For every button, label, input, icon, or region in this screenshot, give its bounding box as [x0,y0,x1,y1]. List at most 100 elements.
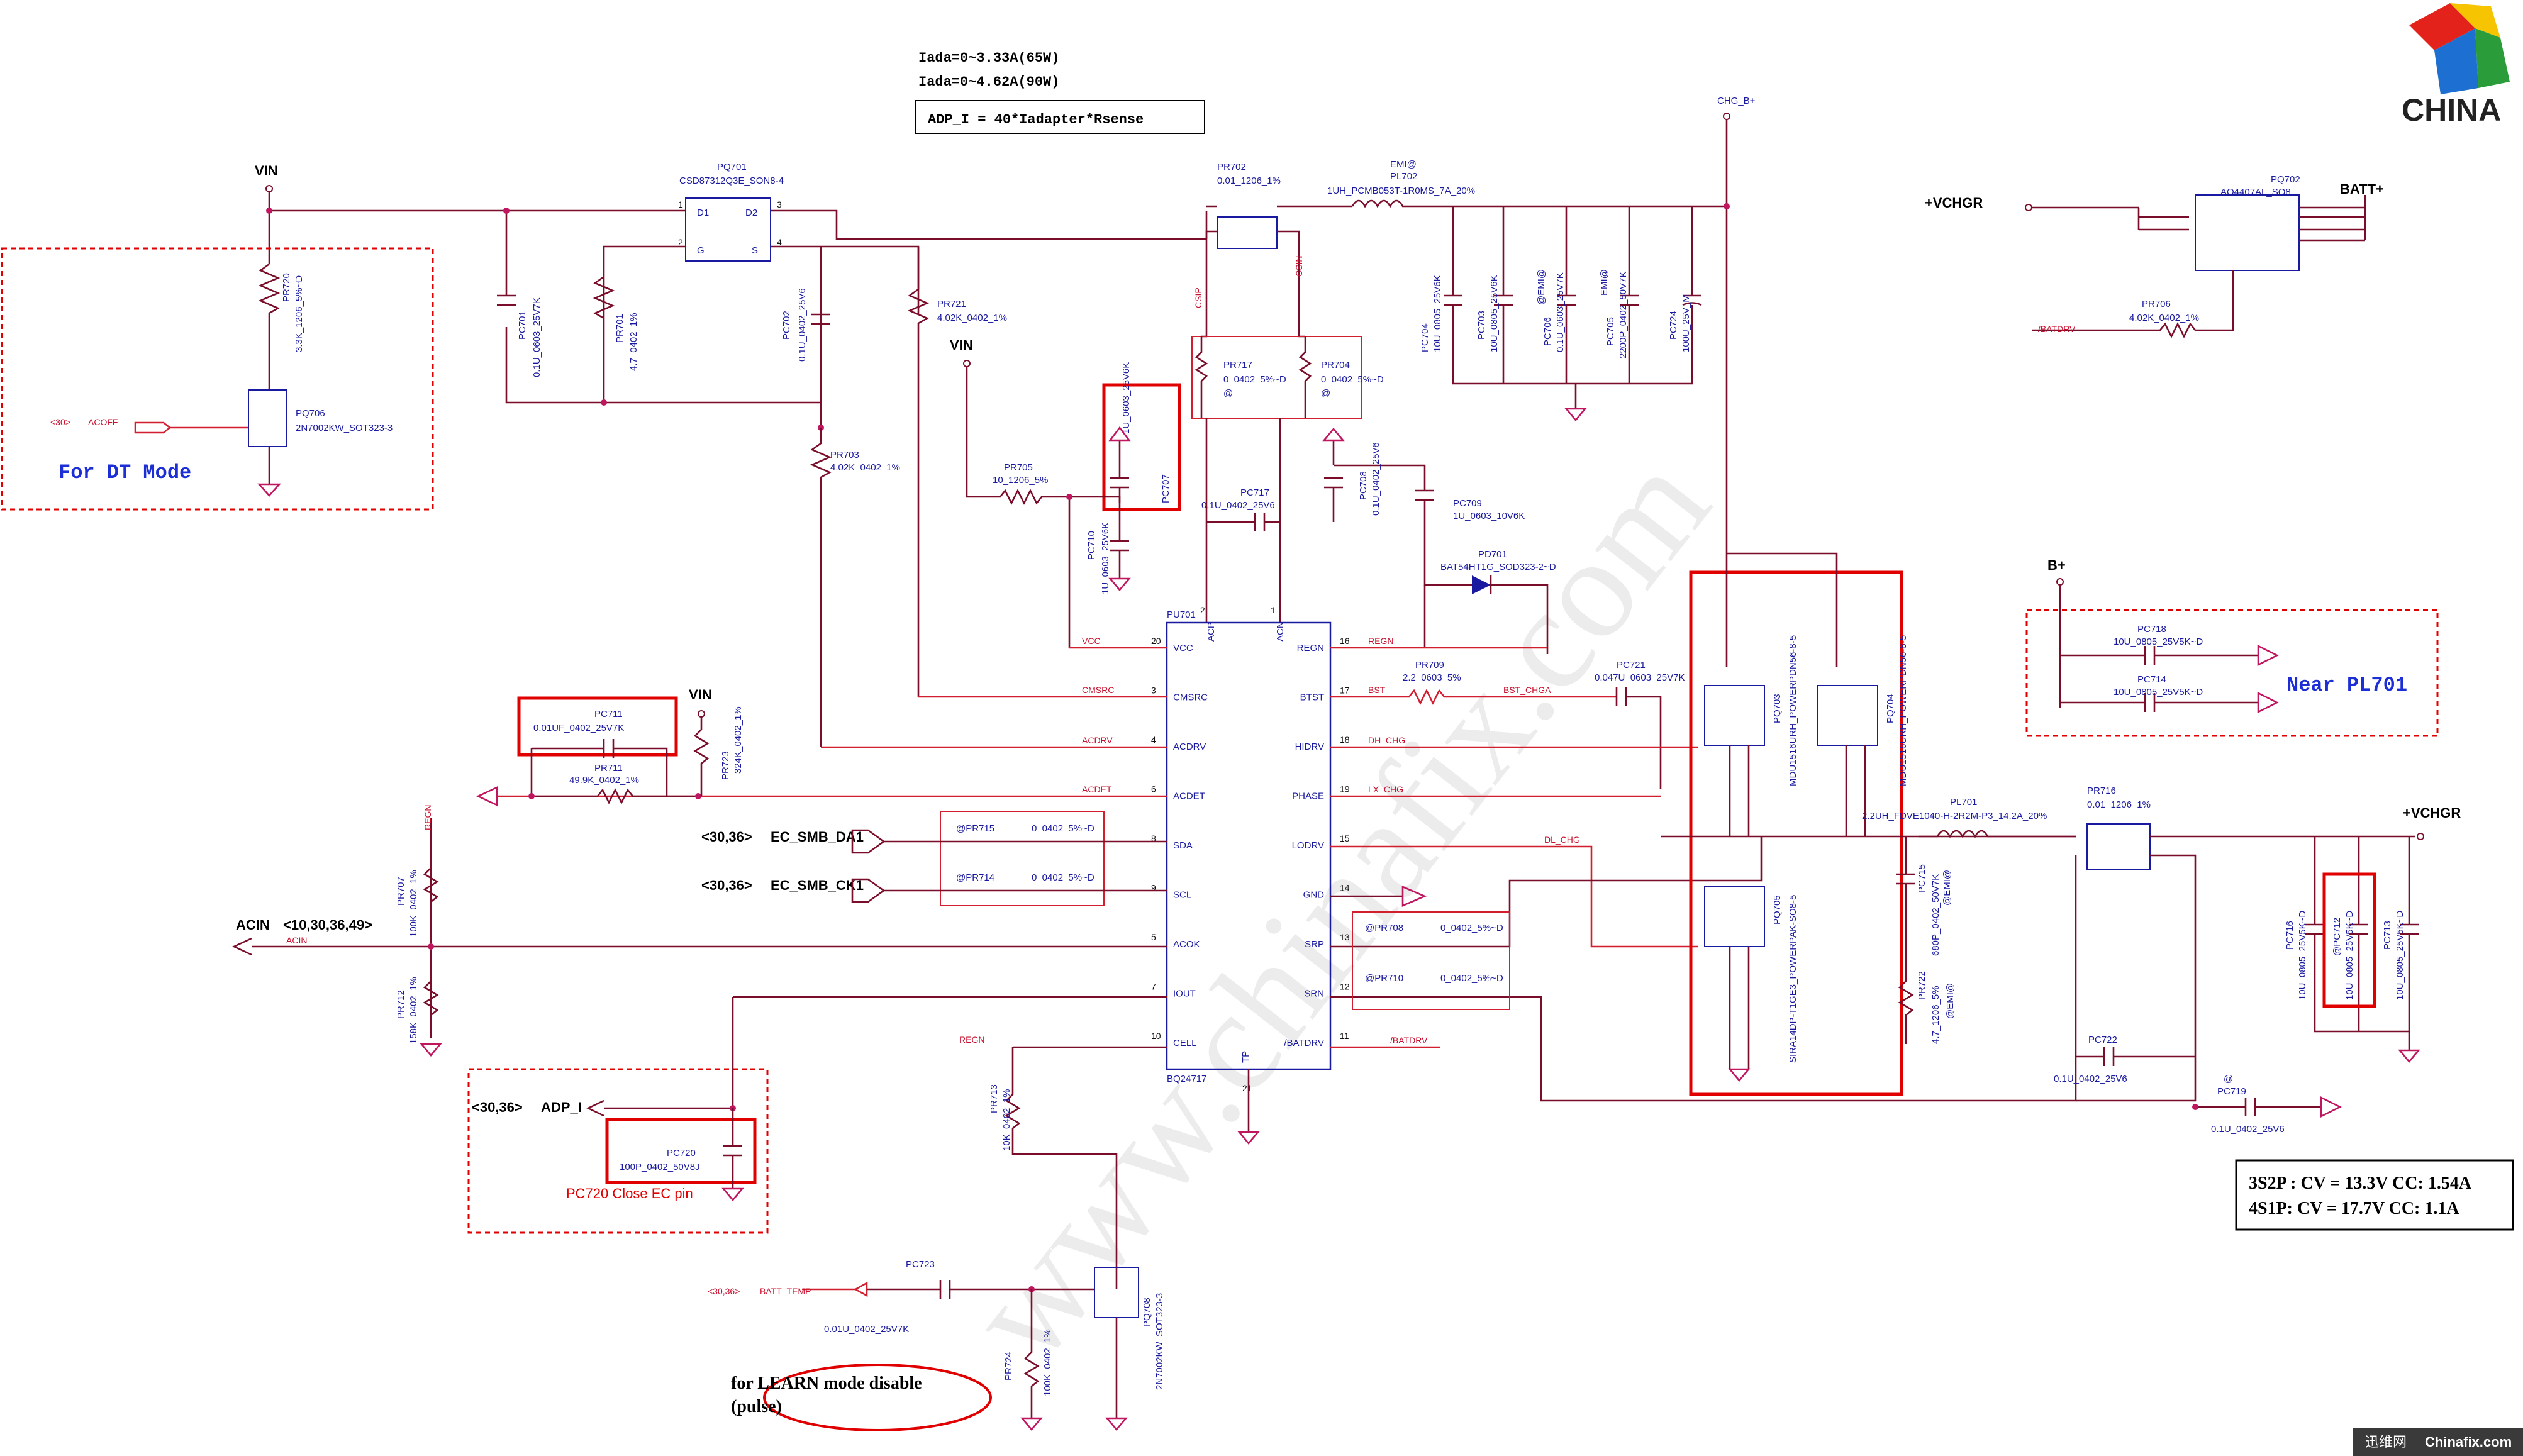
chinafix-logo: CHINA [2402,3,2510,128]
ic-pin-vcc: VCC [1173,643,1193,653]
pc721-value: 0.047U_0603_25V7K [1595,672,1685,683]
pr704-at: @ [1321,388,1330,399]
ic-pin-regn: REGN [1297,643,1324,653]
pr722-ref: PR722 [1917,971,1927,1000]
ic-pin-number: 19 [1340,784,1350,794]
net-vchgr-top: +VCHGR [1925,195,1983,211]
acoff-ref: <30> [50,417,70,427]
learn-mode-ellipse[interactable] [763,1364,992,1431]
pq704-body [1817,685,1878,746]
pq701-ref: PQ701 [717,162,747,172]
ic-pin-number: 5 [1151,932,1156,942]
pr711-value: 49.9K_0402_1% [569,775,639,786]
ic-left-pins: VCC20CMSRC3ACDRV4ACDET6SDA8SCL9ACOK5IOUT… [1151,636,1208,1048]
pq705-ref: PQ705 [1772,895,1783,925]
pc719-ref: PC719 [2217,1086,2246,1097]
pr717-pr704-group [1191,336,1362,419]
pq702-ref: PQ702 [2271,174,2300,185]
note-learn-pulse: (pulse) [731,1397,782,1416]
ic-pin-acn: ACN [1275,621,1286,642]
pr701-ref: PR701 [615,314,625,343]
pc711-highlight[interactable] [517,696,678,757]
net-batdrv-2: /BATDRV [1390,1035,1428,1045]
pc706-value: 0.1U_0603_25V7K [1555,272,1566,352]
pc706-emi: @EMI@ [1536,269,1547,305]
pq701-pin-g: G [697,245,705,256]
note-dt-mode: For DT Mode [58,461,191,484]
ic-pin-number: 4 [1151,735,1156,745]
pc722-value: 0.1U_0402_25V6 [2054,1074,2127,1084]
ic-pin-number: 12 [1340,982,1350,992]
note-cv-4s1p: 4S1P: CV = 17.7V CC: 1.1A [2249,1199,2459,1218]
ic-pin-number: 3 [1151,686,1156,696]
net-dh-chg: DH_CHG [1368,735,1405,745]
pq701-value: CSD87312Q3E_SON8-4 [679,175,784,186]
pr702-ref: PR702 [1217,162,1246,172]
net-ec-smb-da1: EC_SMB_DA1 [771,829,864,845]
svg-text:1: 1 [678,199,683,209]
pq703-ref: PQ703 [1772,694,1783,723]
pr716-value: 0.01_1206_1% [2087,799,2151,810]
pc720-value: 100P_0402_50V8J [620,1162,700,1172]
mosfet-highlight-box[interactable] [1689,570,1903,1096]
ic-pin-number: 15 [1340,833,1350,843]
ic-pin-btst: BTST [1300,692,1324,703]
pr705-value: 10_1206_5% [993,475,1048,486]
pc717-ref: PC717 [1240,487,1269,498]
pr717-ref: PR717 [1223,360,1252,370]
pc724-ref: PC724 [1668,311,1679,340]
pr708-ref: @PR708 [1365,923,1403,933]
net-regn-2: REGN [959,1035,984,1045]
smb-resistor-group [940,811,1105,906]
pc718-ref: PC718 [2137,624,2166,635]
pc719-value: 0.1U_0402_25V6 [2211,1124,2285,1135]
pr703-ref: PR703 [830,450,859,460]
pc703-value: 10U_0805_25V6K [1489,275,1500,352]
ic-pin-acok: ACOK [1173,939,1200,950]
ic-pin-iout: IOUT [1173,989,1196,999]
pr704-ref: PR704 [1321,360,1350,370]
pr705-ref: PR705 [1004,462,1033,473]
pq705-body [1704,886,1765,947]
pr712-ref: PR712 [396,990,406,1019]
net-vin-3: VIN [689,687,712,703]
pc712-value: 10U_0805_25V5K~D [2344,911,2355,1000]
pc713-value: 10U_0805_25V5K~D [2395,911,2405,1000]
net-ec-smb-ck1: EC_SMB_CK1 [771,877,864,893]
ic-pin-tp-num: 21 [1242,1083,1252,1093]
note-learn-mode: for LEARN mode disable [731,1374,922,1393]
pr720-ref: PR720 [281,273,292,302]
pc708-ref: PC708 [1358,471,1369,500]
ic-pin-number: 13 [1340,932,1350,942]
pq708-value: 2N7002KW_SOT323-3 [1154,1293,1165,1390]
smb-ck-ref: <30,36> [701,877,752,893]
footer-site: Chinafix.com [2425,1434,2512,1450]
pc707-highlight[interactable] [1102,383,1181,511]
ic-pin-number: 9 [1151,883,1156,893]
pc719-at: @ [2224,1074,2233,1084]
pc712-highlight[interactable] [2322,872,2376,1008]
pr716-body [2086,823,2151,870]
adp-i-box [467,1068,769,1234]
pc716-value: 10U_0805_25V5K~D [2297,911,2308,1000]
net-csin: CSIN [1294,256,1304,277]
net-acdet: ACDET [1082,784,1112,794]
pc721-ref: PC721 [1617,660,1646,670]
pc711-value: 0.01UF_0402_25V7K [533,723,624,733]
adp-formula-box [915,100,1205,134]
pc701-ref: PC701 [517,311,528,340]
pr713-value: 10K_0402_1% [1001,1089,1012,1151]
net-chg-b: CHG_B+ [1717,96,1756,106]
pq704-ref: PQ704 [1885,694,1896,723]
pc720-ref: PC720 [667,1148,696,1159]
pl701-value: 2.2UH_FDVE1040-H-2R2M-P3_14.2A_20% [1862,811,2047,821]
cv-cc-note-box [2235,1159,2514,1231]
pc712-ref: @PC712 [2332,918,2342,956]
pq706-value: 2N7002KW_SOT323-3 [296,423,393,433]
pc707-value: 1U_0603_25V6K [1121,362,1132,434]
pr704-value: 0_0402_5%~D [1321,374,1384,385]
pr715-ref: @PR715 [956,823,994,834]
pc720-highlight[interactable] [605,1118,757,1184]
ic-pin-acn-num: 1 [1271,605,1276,615]
net-lx-chg: LX_CHG [1368,784,1403,794]
